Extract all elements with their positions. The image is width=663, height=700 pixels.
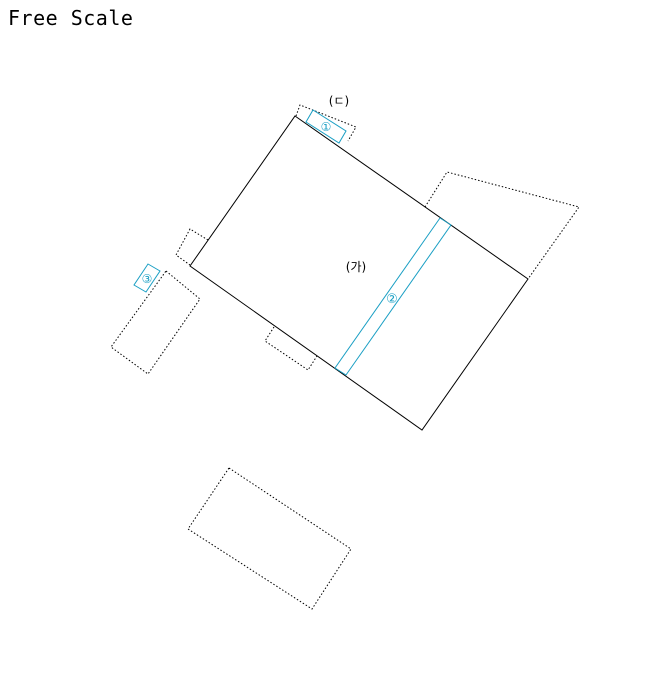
main-lot-label: (가) [346,260,366,274]
bottom-dotted-parcel [187,467,352,610]
scale-title: Free Scale [8,6,134,30]
right-dotted-parcel [424,171,580,280]
marker-strip-2 [334,217,452,376]
marker-box-3 [133,263,161,293]
left-dotted-parcel [110,270,201,375]
marker-1: ① [321,120,332,134]
marker-3: ③ [142,272,153,286]
left-small-dotted-parcel [175,228,209,266]
bottom-small-dotted-parcel [264,326,318,371]
marker-2: ② [386,292,398,307]
top-lot-label: (ㄷ) [329,94,349,108]
marker-box-1 [305,109,347,144]
